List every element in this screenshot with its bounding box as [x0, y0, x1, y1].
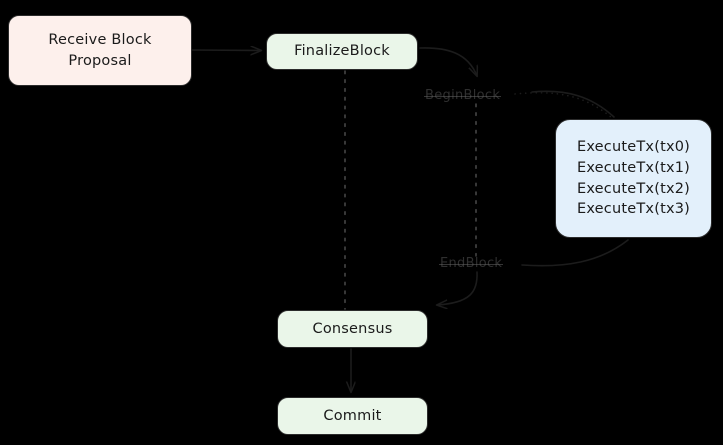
node-commit[interactable]: Commit: [277, 397, 428, 435]
edge-beginblock-to-executetx-solid: [531, 90, 615, 118]
node-execute-tx[interactable]: ExecuteTx(tx0) ExecuteTx(tx1) ExecuteTx(…: [555, 119, 712, 238]
edge-label-begin-block: BeginBlock: [423, 88, 502, 103]
node-label-line3: ExecuteTx(tx2): [576, 180, 691, 197]
edge-label-end-block: EndBlock: [438, 256, 504, 271]
node-label-line2: ExecuteTx(tx1): [576, 159, 691, 176]
node-label-line2: Proposal: [68, 52, 132, 69]
node-label-line1: Commit: [323, 407, 382, 424]
node-receive-block-proposal[interactable]: Receive Block Proposal: [8, 15, 192, 86]
edge-endblock-to-consensus: [437, 271, 478, 305]
node-label-line1: ExecuteTx(tx0): [576, 139, 691, 156]
edge-finalize-to-beginblock: [419, 47, 477, 76]
node-label-line1: Receive Block: [48, 31, 152, 48]
node-finalize-block[interactable]: FinalizeBlock: [266, 33, 418, 70]
edge-beginblock-to-executetx: [514, 91, 613, 119]
edge-receive-to-finalize: [191, 50, 261, 51]
node-label-line1: FinalizeBlock: [294, 43, 390, 60]
node-consensus[interactable]: Consensus: [277, 310, 428, 348]
node-label-line4: ExecuteTx(tx3): [576, 201, 691, 218]
node-label-line1: Consensus: [312, 320, 393, 337]
edge-executetx-to-endblock: [521, 239, 629, 267]
